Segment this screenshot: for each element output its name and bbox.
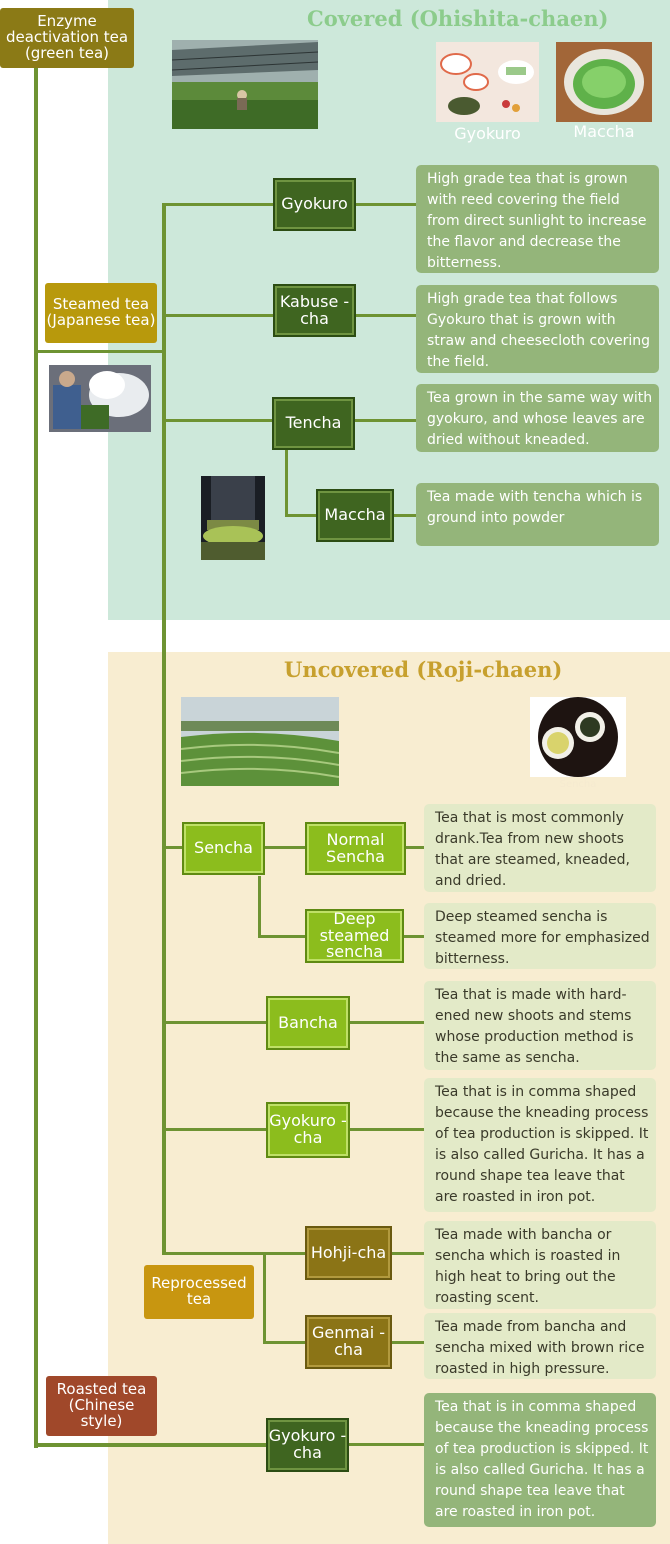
- bancha-description: Tea that is made with hard-ened new shoo…: [424, 981, 656, 1070]
- tencha-description: Tea grown in the same way with gyokuro, …: [416, 384, 659, 452]
- open-tea-field-photo: [181, 697, 339, 786]
- kabusecha-node: Kabuse -cha: [273, 284, 356, 337]
- maccha-bowl-photo: [556, 42, 652, 122]
- gyokuro-tea-set-photo: [436, 42, 539, 122]
- genmaicha-description: Tea made from bancha and sencha mixed wi…: [424, 1313, 656, 1379]
- tencha-node: Tencha: [272, 397, 355, 450]
- maccha-description: Tea made with tencha which is ground int…: [416, 483, 659, 546]
- deep-steamed-sencha-node: Deep steamed sencha: [305, 909, 404, 963]
- steamed-tea-box: Steamed tea (Japanese tea): [45, 283, 157, 343]
- roasted-tea-box: Roasted tea (Chinese style): [46, 1376, 157, 1436]
- roasted-gyokurocha-node: Gyokuro -cha: [266, 1418, 349, 1472]
- sencha-caption: Sencha: [559, 779, 597, 790]
- sencha-node: Sencha: [182, 822, 265, 875]
- normal-sencha-description: Tea that is most commonly drank.Tea from…: [424, 804, 656, 892]
- covered-section-title: Covered (Ohishita-chaen): [307, 6, 609, 31]
- hohjicha-description: Tea made with bancha or sencha which is …: [424, 1221, 656, 1309]
- tea-grinding-photo: [201, 476, 265, 560]
- gyokuro-node: Gyokuro: [273, 178, 356, 231]
- normal-sencha-node: Normal Sencha: [305, 822, 406, 875]
- hohjicha-node: Hohji-cha: [305, 1226, 392, 1280]
- gyokuro-caption: Gyokuro: [454, 124, 521, 143]
- deep-steamed-sencha-description: Deep steamed sencha is steamed more for …: [424, 903, 656, 969]
- gyokurocha-node: Gyokuro -cha: [266, 1102, 350, 1158]
- steaming-process-photo: [49, 365, 151, 432]
- genmaicha-node: Genmai -cha: [305, 1315, 392, 1369]
- maccha-node: Maccha: [316, 489, 394, 542]
- uncovered-section-title: Uncovered (Roji-chaen): [284, 657, 563, 682]
- maccha-caption: Maccha: [573, 122, 635, 141]
- bancha-node: Bancha: [266, 996, 350, 1050]
- gyokurocha-description: Tea that is in comma shaped because the …: [424, 1078, 656, 1212]
- enzyme-deactivation-tea-box: Enzyme deactivation tea (green tea): [0, 8, 134, 68]
- roasted-gyokurocha-description: Tea that is in comma shaped because the …: [424, 1393, 656, 1527]
- reprocessed-tea-box: Reprocessed tea: [144, 1265, 254, 1319]
- gyokuro-description: High grade tea that is grown with reed c…: [416, 165, 659, 273]
- shaded-tea-field-photo: [172, 40, 318, 129]
- sencha-cups-photo: [530, 697, 626, 777]
- kabusecha-description: High grade tea that follows Gyokuro that…: [416, 285, 659, 373]
